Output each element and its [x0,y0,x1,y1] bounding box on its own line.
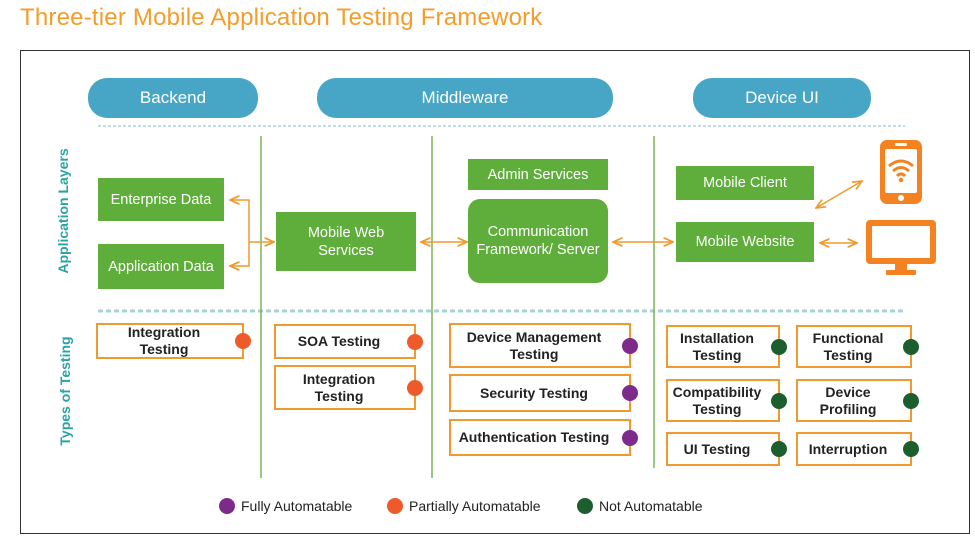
test-ui-label: UI Testing [683,440,751,457]
mobile-web-services-box: Mobile Web Services [276,212,416,271]
full-automation-marker [622,429,638,446]
test-interruption-label: Interruption [808,440,888,457]
test-soa-label: SOA Testing [297,333,381,349]
legend-fully-automatable: Fully Automatable [219,498,352,514]
legend-fully-label: Fully Automatable [241,498,353,514]
not-automatable-marker [903,441,919,457]
test-interruption: Interruption [796,432,919,466]
test-functional-label: Functional Testing [812,329,884,363]
not-automatable-marker [903,392,919,409]
partial-automation-marker [235,333,251,349]
mobile-client-box: Mobile Client [676,166,814,200]
test-installation: Installation Testing [666,325,787,368]
not-automatable-marker [771,338,787,355]
full-automation-marker [622,385,638,401]
mobile-website-box: Mobile Website [676,222,814,262]
partial-automation-marker [407,333,423,350]
application-data-box: Application Data [98,244,224,289]
tier-device-ui: Device UI [693,78,871,118]
test-device-management: Device Management Testing [449,323,638,368]
partial-automation-marker [407,379,423,396]
test-authentication: Authentication Testing [449,419,638,456]
client-phone-arrow [816,181,862,208]
full-automation-marker [622,337,638,354]
side-label-application-layers: Application Layers [55,148,71,274]
not-automatable-marker [771,392,787,409]
not-automatable-marker [771,441,787,457]
test-functional: Functional Testing [796,325,919,368]
legend-partially-automatable: Partially Automatable [387,498,541,514]
test-device-profiling: Device Profiling [796,379,919,422]
application-data-connector [230,242,250,266]
smartphone-wifi-icon [880,140,922,204]
not-automatable-marker [903,338,919,355]
test-compatibility: Compatibility Testing [666,379,787,422]
enterprise-data-box: Enterprise Data [98,178,224,221]
legend-partially-label: Partially Automatable [409,498,541,514]
legend-orange-dot [387,498,403,514]
test-compatibility-label: Compatibility Testing [672,383,762,417]
legend-not-label: Not Automatable [599,498,703,514]
tier-middleware: Middleware [317,78,613,118]
test-integration-backend-label: Integration Testing [127,324,201,357]
test-integration-services: Integration Testing [274,365,423,410]
monitor-icon [866,220,936,275]
test-device-management-label: Device Management Testing [466,328,602,362]
test-authentication-label: Authentication Testing [458,429,610,445]
test-ui: UI Testing [666,432,787,466]
legend-green-dot [577,498,593,514]
legend-purple-dot [219,498,235,514]
enterprise-data-connector [230,200,250,242]
admin-services-box: Admin Services [468,159,608,190]
tier-backend: Backend [88,78,258,118]
test-security-label: Security Testing [480,384,588,401]
test-integration-backend: Integration Testing [96,323,251,359]
test-security: Security Testing [449,374,638,412]
test-integration-services-label: Integration Testing [302,370,376,404]
test-installation-label: Installation Testing [680,329,754,363]
communication-framework-box: Communication Framework/ Server [468,199,608,283]
test-soa: SOA Testing [274,324,423,359]
legend-not-automatable: Not Automatable [577,498,703,514]
test-device-profiling-label: Device Profiling [819,383,877,417]
side-label-types-of-testing: Types of Testing [57,336,73,446]
page-title: Three-tier Mobile Application Testing Fr… [20,4,543,31]
